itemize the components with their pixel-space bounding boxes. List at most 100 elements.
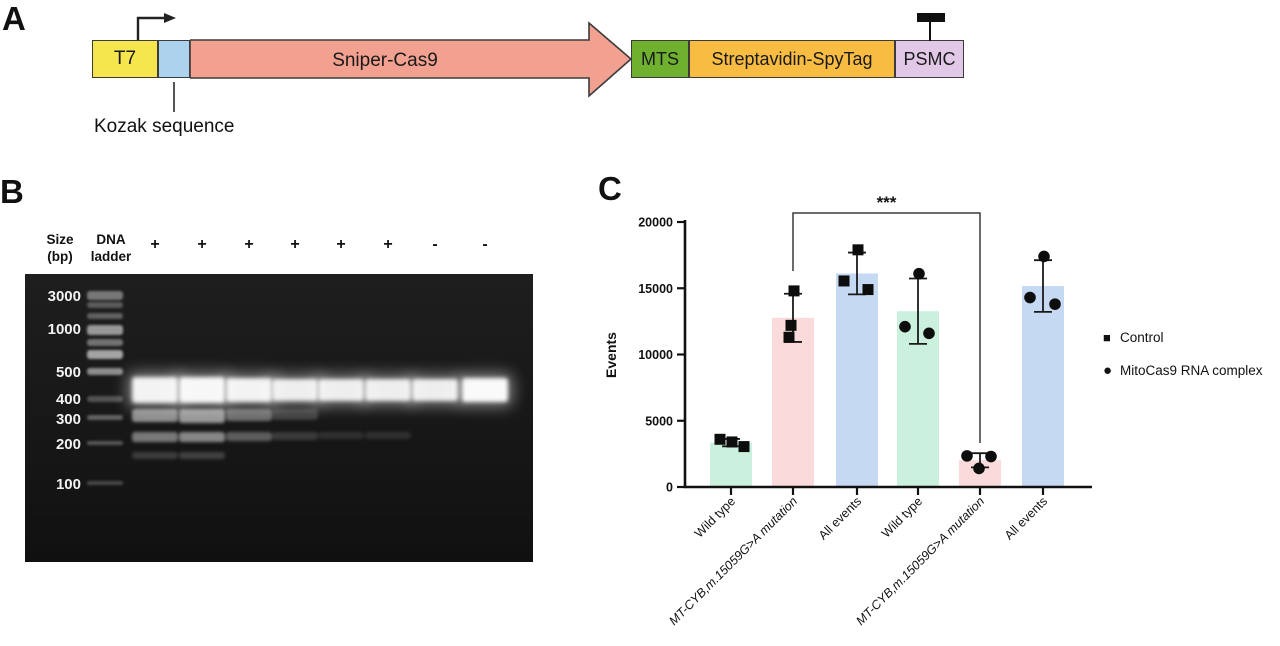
data-point-circle xyxy=(1024,291,1036,304)
terminator-icon xyxy=(917,13,945,22)
gel-band xyxy=(179,377,225,403)
ladder-band xyxy=(87,313,123,319)
gel-size-header: Size (bp) xyxy=(46,232,74,264)
legend-item-control: ■ Control xyxy=(1103,327,1263,347)
gel-size-label: 500 xyxy=(55,364,81,381)
ladder-band xyxy=(87,302,123,308)
y-tick-label: 5000 xyxy=(645,414,673,428)
construct-box-kozak xyxy=(158,40,190,78)
chart-bar xyxy=(772,317,814,487)
data-point-circle xyxy=(973,462,985,475)
ladder-band xyxy=(87,339,123,346)
chart-bar xyxy=(1022,286,1064,487)
gel-band xyxy=(318,432,364,439)
ladder-band xyxy=(87,325,123,335)
ladder-band xyxy=(87,396,123,402)
ladder-band xyxy=(87,415,123,420)
x-tick-label: All events xyxy=(1002,494,1050,542)
construct-arrow-cas9-label: Sniper-Cas9 xyxy=(332,50,438,71)
gel-ladder-header: DNA ladder xyxy=(90,232,132,264)
construct-box-mts: MTS xyxy=(631,40,689,78)
gel-lane-sign: + xyxy=(336,236,346,253)
data-point-square xyxy=(862,284,874,296)
construct-box-psmc-label: PSMC xyxy=(903,48,956,69)
gel-band xyxy=(226,409,272,421)
gel-lane-sign: - xyxy=(432,236,438,253)
gel-lane-sign: + xyxy=(150,236,160,253)
panel-a-label: A xyxy=(2,0,26,37)
ladder-band xyxy=(87,441,123,445)
ladder-band xyxy=(87,350,123,359)
y-tick-label: 0 xyxy=(666,481,673,495)
gel-lane-sign: + xyxy=(244,236,254,253)
data-point-square xyxy=(788,285,800,297)
ladder-band xyxy=(87,481,123,485)
gel-band xyxy=(272,432,318,440)
data-point-circle xyxy=(985,450,997,463)
x-tick-label: MT-CYB,m.15059G>A mutation xyxy=(666,494,800,628)
gel-band xyxy=(272,379,318,401)
legend-control-label: Control xyxy=(1120,329,1164,345)
data-point-square xyxy=(726,436,738,448)
legend-item-mitocas9: ● MitoCas9 RNA complex xyxy=(1103,360,1263,380)
legend-mitocas9-label: MitoCas9 RNA complex xyxy=(1120,362,1263,378)
gel-band xyxy=(132,452,178,459)
ladder-band xyxy=(87,368,123,375)
gel-lane-sign: + xyxy=(290,236,300,253)
data-point-square xyxy=(852,244,864,256)
promoter-bent-arrow-icon xyxy=(136,13,176,41)
gel-band xyxy=(132,409,178,422)
data-point-circle xyxy=(899,320,911,333)
x-tick-label: Wild type xyxy=(879,494,925,540)
y-tick-label: 20000 xyxy=(638,216,673,230)
data-point-circle xyxy=(1049,298,1061,310)
x-tick-label: Wild type xyxy=(692,494,738,540)
y-tick-label: 10000 xyxy=(638,348,673,362)
legend-circle-marker-icon: ● xyxy=(1103,361,1113,379)
construct-box-streptavidin-spytag: Streptavidin-SpyTag xyxy=(689,40,895,78)
data-point-circle xyxy=(913,267,925,280)
gel-band xyxy=(365,432,411,439)
panel-b-label: B xyxy=(0,173,24,210)
construct-box-streptavidin-spytag-label: Streptavidin-SpyTag xyxy=(711,48,873,69)
gel-size-label: 3000 xyxy=(47,288,81,305)
gel-band xyxy=(462,378,508,402)
gel-size-label: 1000 xyxy=(47,321,81,338)
kozak-callout-line xyxy=(173,82,175,112)
ladder-band xyxy=(87,291,123,300)
gel-lane-sign: + xyxy=(383,236,393,253)
data-point-square xyxy=(785,319,797,331)
legend-square-marker-icon: ■ xyxy=(1103,329,1111,345)
gel-band xyxy=(226,432,272,441)
construct-arrow-cas9: Sniper-Cas9 xyxy=(190,21,633,98)
gel-band xyxy=(412,379,458,401)
construct-box-mts-label: MTS xyxy=(641,48,679,69)
kozak-callout-label: Kozak sequence xyxy=(94,116,235,137)
significance-bracket xyxy=(792,212,981,443)
data-point-square xyxy=(783,331,795,343)
panel-c-label: C xyxy=(598,170,622,207)
y-tick-label: 15000 xyxy=(638,282,673,296)
gel-band xyxy=(132,432,178,442)
data-point-square xyxy=(714,433,726,445)
chart-legend: ■ Control ● MitoCas9 RNA complex xyxy=(1103,327,1263,393)
construct-box-t7: T7 xyxy=(92,40,158,78)
gel-band xyxy=(179,452,225,459)
chart-bar xyxy=(836,273,878,487)
gel-size-label: 100 xyxy=(55,476,81,493)
x-tick-label: All events xyxy=(816,494,864,542)
gel-band xyxy=(132,377,178,403)
y-axis-label: Events xyxy=(603,332,619,378)
data-point-circle xyxy=(1038,250,1050,263)
construct-box-psmc: PSMC xyxy=(895,40,964,78)
gel-size-label: 300 xyxy=(55,411,81,428)
gel-band xyxy=(272,409,318,420)
gel-size-label: 400 xyxy=(55,391,81,408)
data-point-square xyxy=(738,441,750,453)
significance-label: *** xyxy=(877,193,897,212)
gel-lane-sign: - xyxy=(482,236,488,253)
gel-size-label: 200 xyxy=(55,436,81,453)
terminator-stem xyxy=(929,22,932,41)
